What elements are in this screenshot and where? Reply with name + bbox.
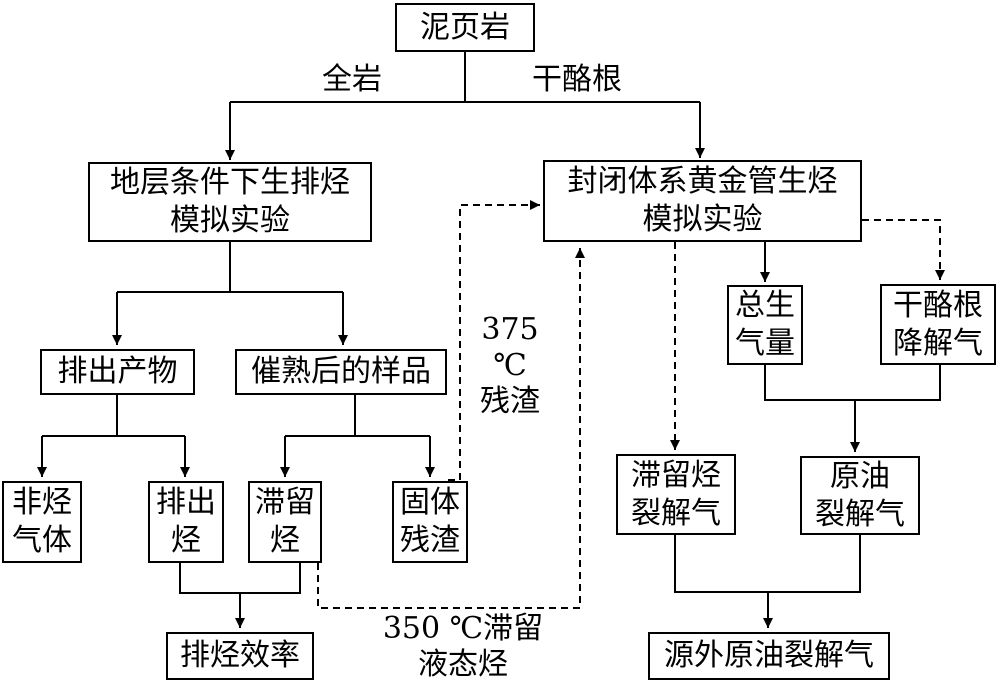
node-kerogen-gas: 干酪根 降解气: [880, 284, 996, 365]
dashed-retained-liquid-350-link: [317, 248, 585, 609]
node-retained-cracking-gas: 滞留烃 裂解气: [616, 454, 736, 535]
node-solid-residue: 固体 残渣: [392, 481, 468, 563]
shale-stem: [230, 52, 700, 103]
efficiency-merge: [179, 563, 301, 628]
node-formation-simulation: 地层条件下生排烃 模拟实验: [88, 162, 372, 242]
node-non-hc-gas: 非烃 气体: [2, 481, 82, 563]
node-gold-tube-simulation: 封闭体系黄金管生烃 模拟实验: [543, 160, 862, 242]
node-external-oil-cracking-gas: 源外原油裂解气: [648, 632, 890, 680]
node-expelled-products: 排出产物: [40, 349, 195, 395]
node-matured-sample: 催熟后的样品: [235, 349, 447, 395]
expelled-products-stem: [42, 395, 185, 437]
formation-sim-stem: [117, 242, 343, 293]
node-oil-cracking-gas: 原油 裂解气: [800, 456, 920, 535]
dashed-to-kerogen-gas: [862, 219, 945, 280]
external-gas-merge: [674, 535, 861, 628]
node-retained-hc: 滞留 烃: [248, 481, 322, 563]
oil-cracking-merge: [764, 365, 941, 452]
node-expelled-hc: 排出 烃: [148, 481, 224, 563]
label-whole-rock: 全岩: [322, 62, 382, 97]
node-total-gas: 总生 气量: [727, 285, 803, 365]
label-residue-375: 375 ℃ 残渣: [480, 312, 540, 419]
dashed-residue-375-link: [448, 200, 540, 481]
node-expulsion-efficiency: 排烃效率: [166, 632, 314, 680]
label-retained-liquid-350: 350 ℃滞留 液态烃: [382, 611, 544, 682]
matured-sample-stem: [285, 395, 430, 437]
node-shale: 泥页岩: [395, 3, 535, 52]
label-kerogen: 干酪根: [532, 62, 622, 97]
